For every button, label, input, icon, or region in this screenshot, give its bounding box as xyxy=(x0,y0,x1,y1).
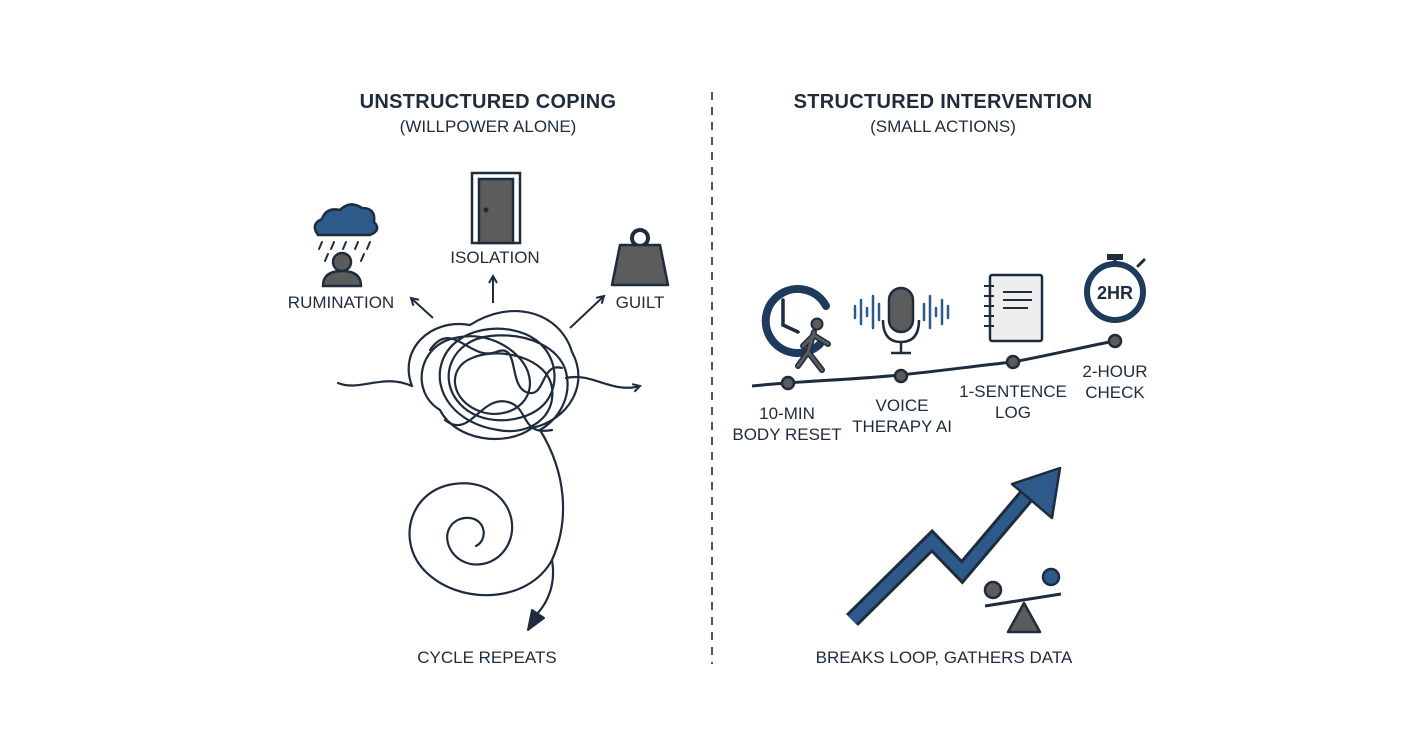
right-subtitle: (SMALL ACTIONS) xyxy=(870,117,1016,136)
step-two-hour-check: 2-HOUR CHECK xyxy=(1082,362,1148,402)
result-caption: BREAKS LOOP, GATHERS DATA xyxy=(815,648,1073,667)
tangle-scribble xyxy=(336,310,640,597)
label-isolation: ISOLATION xyxy=(450,248,540,267)
notebook-icon xyxy=(984,273,1044,343)
timeline-line xyxy=(751,339,1115,388)
stopwatch-icon xyxy=(1084,254,1146,323)
door-icon xyxy=(470,171,522,245)
outward-arrows xyxy=(411,276,604,329)
left-subtitle: (WILLPOWER ALONE) xyxy=(399,117,577,136)
step-sentence-log: 1-SENTENCE LOG xyxy=(959,382,1067,422)
right-title: STRUCTURED INTERVENTION xyxy=(793,91,1093,113)
trend-up-arrow xyxy=(846,466,1062,627)
left-title: UNSTRUCTURED COPING xyxy=(359,91,617,113)
rain-cloud-person-icon xyxy=(313,203,379,288)
step-voice-therapy: VOICE THERAPY AI xyxy=(852,396,952,436)
weight-icon xyxy=(610,228,670,287)
timeline-dots xyxy=(780,333,1123,391)
step-body-reset: 10-MIN BODY RESET xyxy=(732,404,842,444)
label-guilt: GUILT xyxy=(615,293,665,312)
cycle-tail xyxy=(536,559,555,615)
cycle-arrowhead xyxy=(527,609,545,631)
clock-walker-icon xyxy=(761,285,831,373)
timer-text: 2HR xyxy=(1097,283,1133,303)
label-rumination: RUMINATION xyxy=(287,293,395,312)
label-cycle-repeats: CYCLE REPEATS xyxy=(417,648,557,667)
balance-icon xyxy=(983,567,1062,634)
microphone-icon xyxy=(853,286,950,355)
